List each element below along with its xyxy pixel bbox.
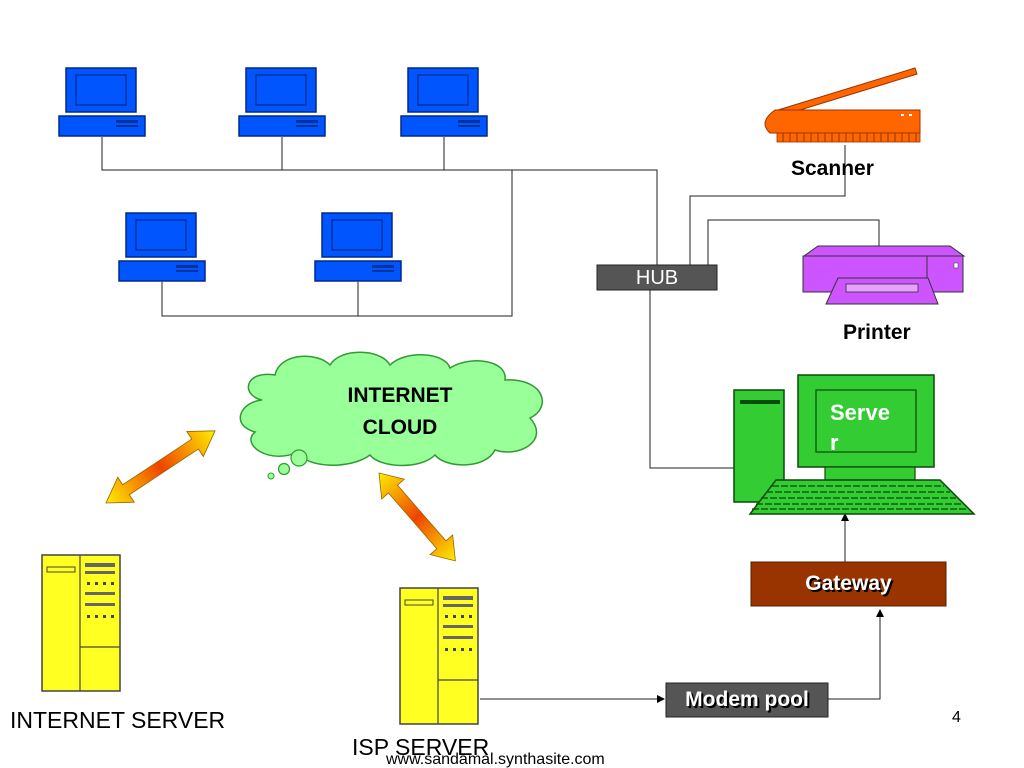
cable-printer	[707, 219, 880, 265]
cloud-label-line2: CLOUD	[362, 416, 438, 439]
hub-box	[596, 264, 718, 291]
printer-icon	[802, 245, 966, 305]
cable-top-bus	[101, 137, 658, 265]
server-label-line1: Serve	[830, 400, 890, 425]
server-computer-icon	[733, 374, 976, 515]
modem-pool-label: Modem pool	[685, 688, 809, 711]
server-tower-icon	[41, 554, 121, 692]
cable-scanner	[689, 145, 846, 265]
printer-label: Printer	[843, 321, 911, 344]
server-tower-icon	[399, 587, 479, 725]
gateway-box	[750, 561, 947, 607]
server-label-line2: r	[830, 430, 839, 455]
cable-server	[649, 290, 735, 469]
hub-label: HUB	[635, 267, 679, 289]
cloud-label-line1: INTERNET	[347, 384, 453, 407]
isp-server-label: ISP SERVER	[352, 734, 490, 760]
footer-url: www.sandamal.synthasite.com	[386, 751, 605, 768]
cable-lower-bus	[161, 170, 513, 317]
double-arrow-icon	[97, 417, 224, 516]
network-cables	[101, 137, 884, 703]
desktop-computer-icon	[238, 67, 326, 137]
desktop-computer-icon	[118, 212, 206, 282]
page-number: 4	[952, 709, 961, 726]
gateway-label: Gateway	[805, 572, 892, 595]
scanner-label: Scanner	[791, 157, 874, 180]
desktop-computer-icon	[400, 67, 488, 137]
cable-modem-gateway	[828, 609, 884, 700]
modem-pool-box	[665, 682, 829, 718]
internet-server-label: INTERNET SERVER	[10, 707, 226, 733]
desktop-computer-icon	[314, 212, 402, 282]
double-arrow-icon	[367, 462, 468, 572]
desktop-computer-icon	[58, 67, 146, 137]
cloud-icon	[239, 351, 543, 480]
scanner-icon	[764, 67, 921, 143]
